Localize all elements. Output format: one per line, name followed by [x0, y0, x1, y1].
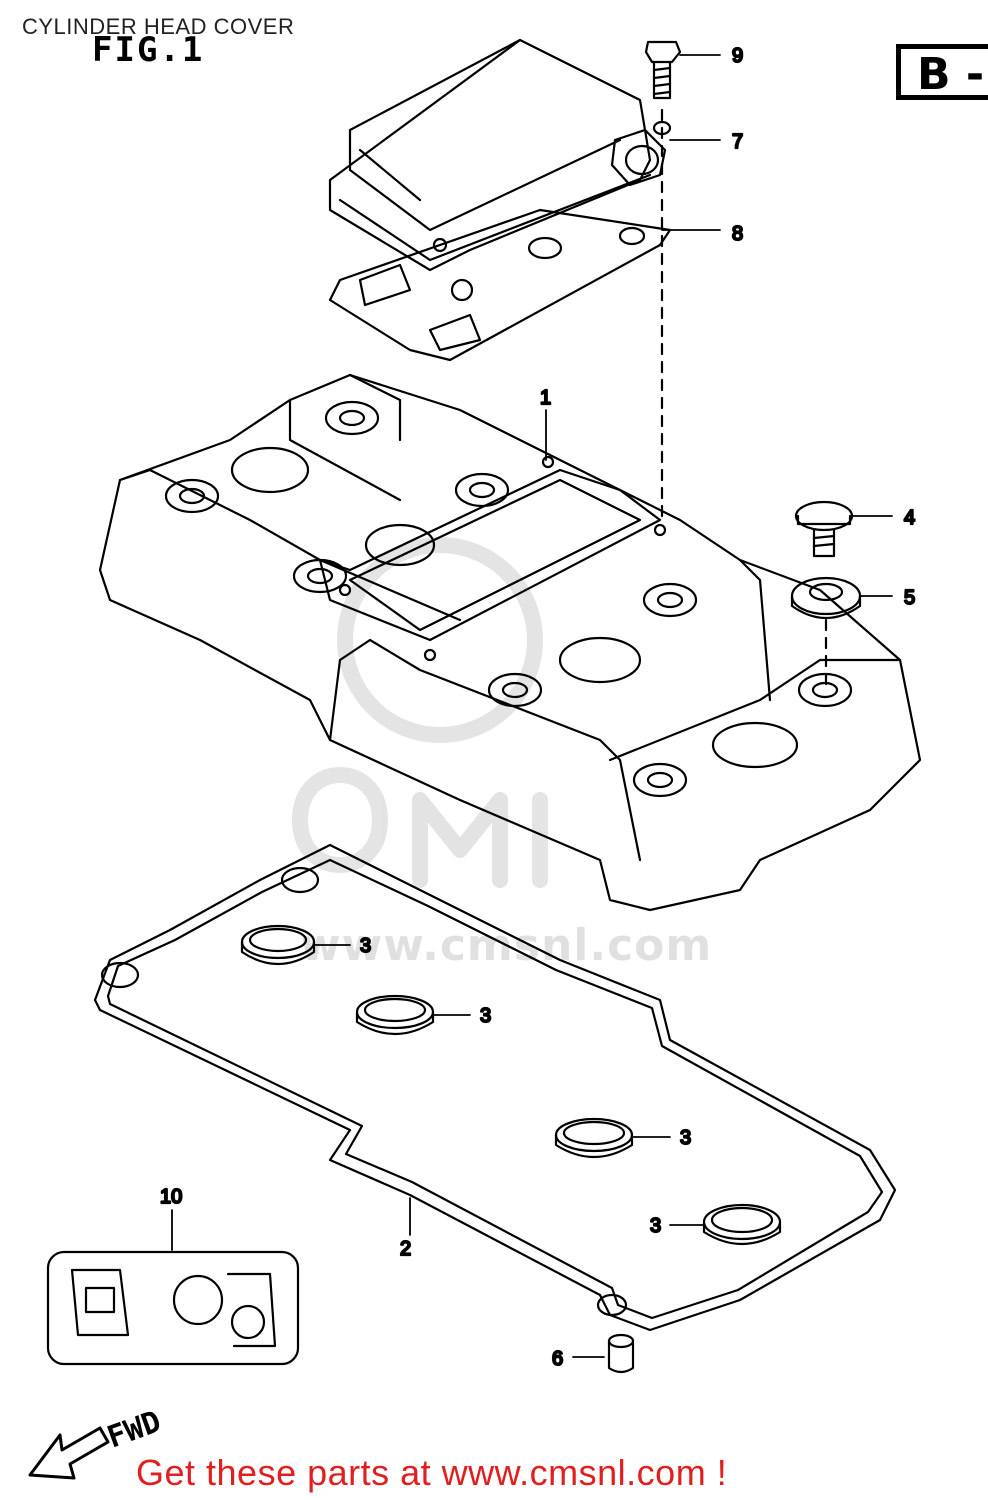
- bolt-9: [644, 40, 682, 100]
- callout-7: 7: [732, 131, 743, 153]
- figure-label: FIG.1: [92, 30, 205, 70]
- ring-3d: [702, 1203, 782, 1246]
- callout-10: 10: [160, 1186, 182, 1208]
- cover-gasket: [93, 843, 897, 1332]
- callout-1: 1: [540, 387, 551, 409]
- seal-washer-5: [790, 576, 862, 619]
- page-title: CYLINDER HEAD COVER: [22, 14, 295, 39]
- callout-3b: 3: [480, 1005, 491, 1027]
- callout-3a: 3: [360, 935, 371, 957]
- footer-parts-link[interactable]: Get these parts at www.cmsnl.com !: [136, 1452, 728, 1493]
- callout-5: 5: [904, 587, 915, 609]
- dowel-pin-6: [607, 1333, 635, 1374]
- callout-9: 9: [732, 45, 743, 67]
- cap-bolt-4: [794, 500, 854, 558]
- callout-4: 4: [904, 507, 915, 529]
- cylinder-head-cover: [98, 373, 922, 912]
- leader-lines: [171, 54, 893, 1358]
- section-badge: B -: [896, 44, 988, 100]
- ring-3c: [554, 1117, 634, 1159]
- callout-8: 8: [732, 223, 743, 245]
- callout-6: 6: [552, 1348, 563, 1370]
- gasket-set-10: [46, 1250, 300, 1366]
- plug-seal-rings: [240, 924, 782, 1246]
- section-label: B -: [917, 49, 985, 100]
- breather-gasket: [328, 208, 672, 362]
- watermark-text: www.cmsnl.com: [300, 920, 713, 971]
- fwd-label: FWD: [103, 1404, 166, 1455]
- forward-arrow-icon: [28, 1426, 110, 1480]
- breather-cover: [328, 38, 667, 272]
- callout-2: 2: [400, 1238, 411, 1260]
- callout-3d: 3: [650, 1215, 661, 1237]
- ring-3b: [355, 994, 435, 1036]
- ring-3a: [240, 924, 316, 966]
- callout-3c: 3: [680, 1127, 691, 1149]
- watermark-logo: [292, 537, 548, 888]
